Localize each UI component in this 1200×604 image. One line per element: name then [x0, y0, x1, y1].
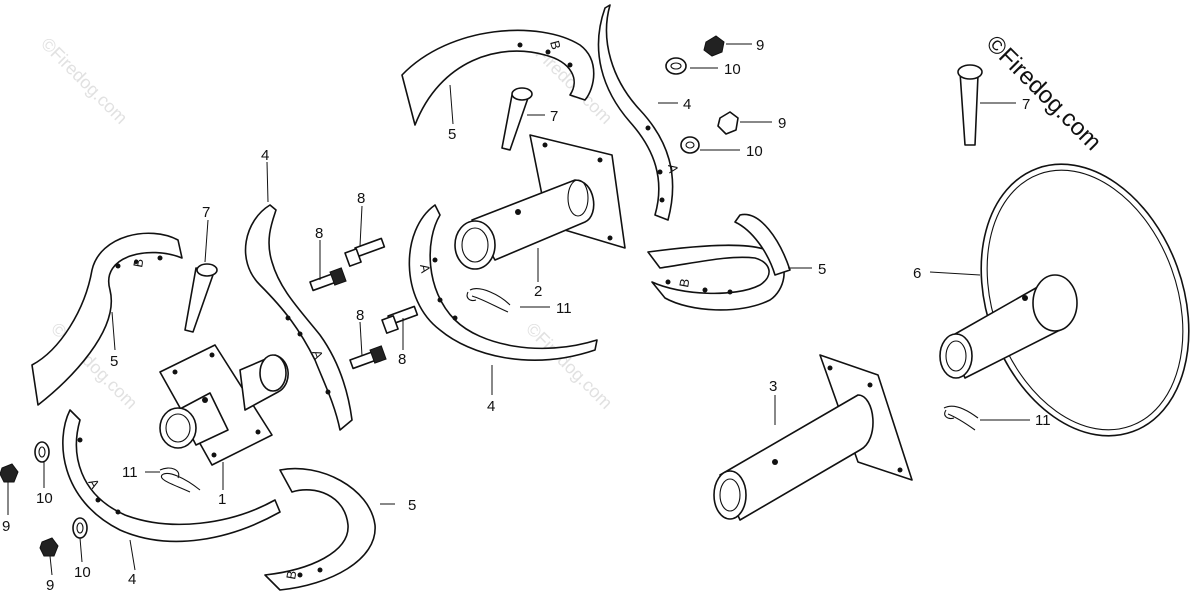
leader-lines [7, 43, 1030, 576]
side-disc-6 [939, 163, 1190, 437]
callout-5: 5 [110, 353, 118, 370]
washer-10 [34, 441, 50, 463]
clevis-pin-7-left [184, 263, 218, 333]
callout-11: 11 [1035, 412, 1051, 429]
flange-shaft-1 [159, 344, 289, 466]
watermark-text: ©Firedog.com [522, 319, 616, 413]
callout-10: 10 [74, 564, 91, 581]
hex-nut-9 [717, 111, 739, 135]
watermark-text: ©Firedog.com [37, 34, 131, 128]
callout-9: 9 [46, 577, 54, 594]
callout-5: 5 [448, 126, 456, 143]
flange-shaft-3 [713, 354, 913, 521]
callout-10: 10 [36, 490, 53, 507]
tine-blade-5-right: B [647, 213, 791, 311]
callout-4: 4 [683, 96, 691, 113]
callout-7: 7 [1022, 96, 1030, 113]
callout-6: 6 [913, 265, 921, 282]
brand-watermark: ©Firedog.com [981, 30, 1107, 156]
tine-stamp: B [676, 277, 692, 288]
callout-9: 9 [2, 518, 10, 535]
callout-8: 8 [398, 351, 406, 368]
tine-stamp: B [547, 39, 564, 51]
tine-blade-4-top-right: A [597, 4, 681, 221]
hairpin-clip-11-right [943, 405, 979, 431]
callout-11: 11 [556, 300, 572, 317]
callout-8: 8 [315, 225, 323, 242]
tine-blade-5-left: B [31, 232, 183, 406]
tine-stamp: A [665, 163, 681, 174]
callout-1: 1 [218, 491, 226, 508]
washer-10 [665, 57, 687, 75]
callout-8: 8 [356, 307, 364, 324]
hairpin-clip-11-left [159, 467, 201, 493]
washer-10 [72, 517, 88, 539]
tine-stamp: B [130, 257, 146, 268]
tine-blade-4-left-upper: A [244, 204, 353, 431]
flange-shaft-2 [454, 134, 626, 270]
callout-4: 4 [487, 398, 495, 415]
callout-7: 7 [550, 108, 558, 125]
callout-11: 11 [122, 464, 138, 481]
callout-3: 3 [769, 378, 777, 395]
hairpin-clip-11-mid [466, 288, 511, 313]
callout-2: 2 [534, 283, 542, 300]
callout-9: 9 [778, 115, 786, 132]
bolt-8 [349, 345, 387, 370]
hex-nut-9 [0, 463, 19, 483]
callout-9: 9 [756, 37, 764, 54]
hex-nut-9 [703, 35, 725, 57]
clevis-pin-7-mid [501, 87, 533, 151]
callout-4: 4 [128, 571, 136, 588]
callout-4: 4 [261, 147, 269, 164]
tine-blade-5-top: B [401, 29, 595, 126]
callout-5: 5 [818, 261, 826, 278]
callout-7: 7 [202, 204, 210, 221]
hex-nut-9 [39, 537, 59, 557]
callout-10: 10 [724, 61, 741, 78]
clevis-pin-7-right [957, 64, 983, 146]
tine-blade-5-bottom: B [264, 467, 376, 591]
washer-10 [680, 136, 700, 154]
callout-10: 10 [746, 143, 763, 160]
tine-stamp: A [417, 263, 433, 274]
callout-8: 8 [357, 190, 365, 207]
tine-blade-4-mid: A [408, 204, 598, 361]
bolt-8 [309, 267, 347, 292]
bolt-8 [344, 237, 386, 267]
callout-labels: 7 4 5 8 8 8 8 11 1 4 5 9 10 9 10 5 7 2 1… [2, 37, 1051, 594]
callout-5: 5 [408, 497, 416, 514]
bolt-8 [381, 305, 419, 334]
tine-stamp: B [283, 569, 299, 580]
